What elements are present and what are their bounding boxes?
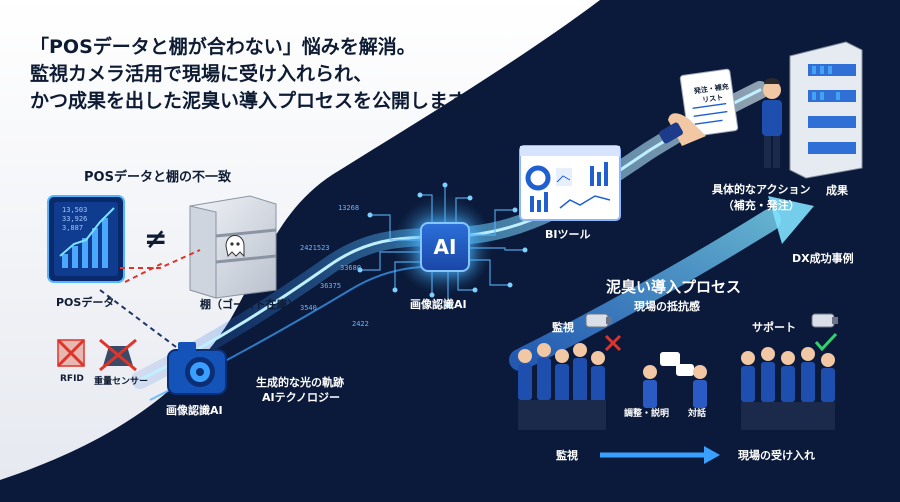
concrete-action-label: 具体的なアクション （補充・発注）: [712, 182, 810, 214]
shelf-label: 棚（ゴースト在庫）: [200, 298, 299, 311]
process-subtitle: 現場の抵抗感: [634, 300, 700, 313]
pos-number-2: 33,926: [62, 215, 88, 223]
circuit-nodes: [357, 182, 528, 308]
pos-number-3: 3,887: [62, 224, 84, 232]
rfid-icon: [56, 338, 86, 368]
order-list-clipboard: [659, 68, 739, 146]
mismatch-dashed-lines: [120, 249, 201, 283]
floating-number-5: 3540: [300, 304, 317, 312]
camera-ai-label: 画像認識AI: [166, 404, 223, 417]
bi-dashboard: [519, 145, 621, 221]
floating-number-2: 2421523: [300, 244, 330, 252]
weight-sensor-label: 重量センサー: [94, 377, 149, 387]
security-camera-left: [585, 313, 612, 328]
pos-number-1: 13,503: [62, 206, 88, 214]
dx-success-label: DX成功事例: [792, 252, 854, 265]
pos-data-label: POSデータ: [56, 296, 115, 309]
pos-trend-line: [59, 207, 115, 257]
floating-number-1: 13268: [338, 204, 360, 212]
floating-number-3: 33680: [340, 264, 362, 272]
image-recognition-ai-label: 画像認識AI: [410, 298, 467, 311]
bi-tool-label: BIツール: [545, 228, 591, 241]
monitor-label: 監視: [552, 321, 574, 334]
floating-number-6: 2422: [352, 320, 369, 328]
mismatch-section-title: POSデータと棚の不一致: [84, 170, 231, 185]
pos-bar-chart: [62, 218, 108, 268]
not-equal-sign: ≠: [144, 222, 168, 255]
bottom-monitor-label: 監視: [556, 449, 578, 462]
growth-arrow-head: [768, 196, 814, 244]
store-worker: [762, 78, 782, 168]
light-trail-caption-2: AIテクノロジー: [262, 391, 340, 404]
cross-mark: [604, 334, 622, 352]
staff-group-right: [741, 347, 835, 430]
process-arrow-head: [704, 446, 720, 464]
staff-group-middle: [643, 365, 707, 408]
ai-chip-text: AI: [433, 235, 457, 259]
headline: 「POSデータと棚が合わない」悩みを解消。 監視カメラ活用で現場に受け入れられ、…: [30, 34, 484, 115]
speech-bubble-1: [660, 352, 680, 366]
dialog-label: 対話: [688, 409, 707, 419]
result-label: 成果: [826, 184, 848, 197]
headline-line-2: 監視カメラ活用で現場に受け入れられ、: [30, 63, 373, 85]
light-trail-caption-1: 生成的な光の軌跡: [256, 376, 344, 389]
camera-link-line: [99, 289, 181, 351]
ghost-inventory-shelf: [189, 195, 277, 299]
camera-icon: [167, 342, 227, 395]
security-camera-right: [811, 313, 838, 328]
floating-number-4: 36375: [320, 282, 342, 290]
support-label: サポート: [752, 321, 796, 334]
light-background-area: [0, 0, 600, 480]
staff-group-left: [518, 343, 606, 430]
check-mark: [814, 332, 838, 352]
store-shelf: [789, 41, 863, 179]
adjust-explain-label: 調整・説明: [624, 409, 670, 419]
action-label-line-2: （補充・発注）: [722, 199, 800, 212]
headline-line-3: かつ成果を出した泥臭い導入プロセスを公開します。: [30, 90, 485, 112]
ai-chip: AI: [420, 222, 470, 272]
rfid-label: RFID: [60, 374, 84, 384]
growth-arrow-body: [509, 209, 781, 371]
action-label-line-1: 具体的なアクション: [712, 183, 811, 196]
site-acceptance-label: 現場の受け入れ: [738, 449, 815, 462]
weight-sensor-icon: [99, 338, 137, 372]
headline-line-1: 「POSデータと棚が合わない」悩みを解消。: [30, 36, 416, 58]
speech-bubble-2: [676, 364, 694, 376]
process-title: 泥臭い導入プロセス: [606, 278, 742, 296]
